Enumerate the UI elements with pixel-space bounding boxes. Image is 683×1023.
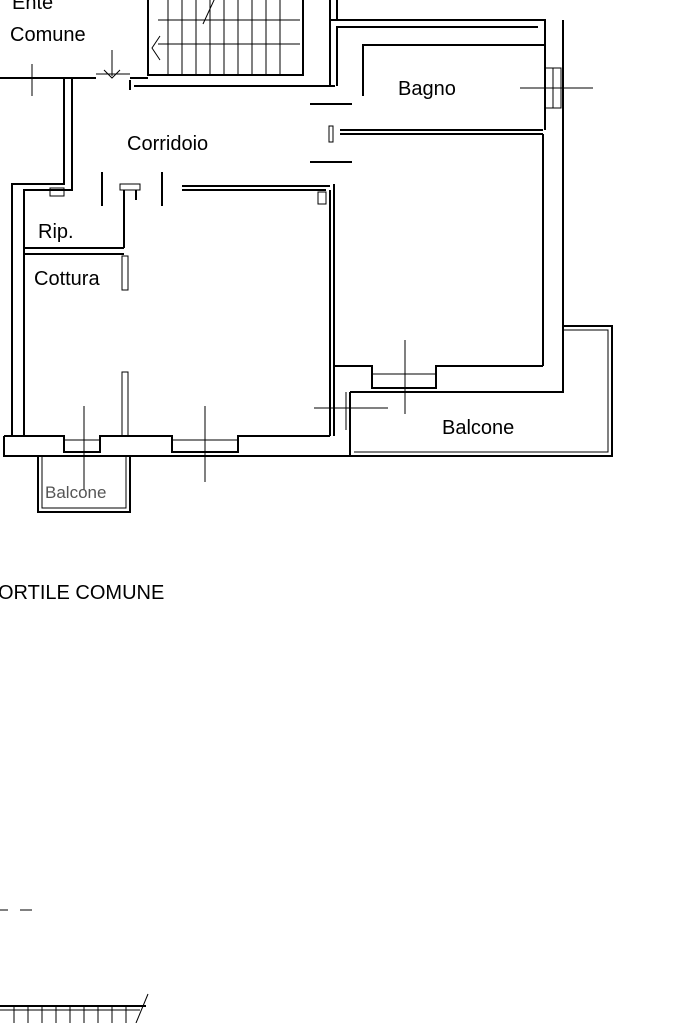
label-bagno: Bagno	[398, 78, 456, 100]
bagno-walls	[310, 19, 593, 393]
label-cortile-comune: ORTILE COMUNE	[0, 582, 164, 604]
staircase-bottom	[0, 909, 149, 1023]
label-rip: Rip.	[38, 221, 74, 243]
label-balcone-small: Balcone	[45, 483, 106, 502]
label-balcone-right: Balcone	[442, 417, 514, 439]
left-walls	[3, 78, 350, 490]
label-ente: Ente	[12, 0, 53, 14]
entrance-walls	[0, 50, 148, 96]
bedroom-walls	[182, 184, 543, 436]
staircase-top	[147, 0, 338, 76]
balcony-right	[349, 325, 613, 457]
label-corridoio: Corridoio	[127, 133, 208, 155]
label-comune: Comune	[10, 24, 86, 46]
balcony-small	[37, 456, 131, 513]
label-cottura: Cottura	[34, 268, 100, 290]
